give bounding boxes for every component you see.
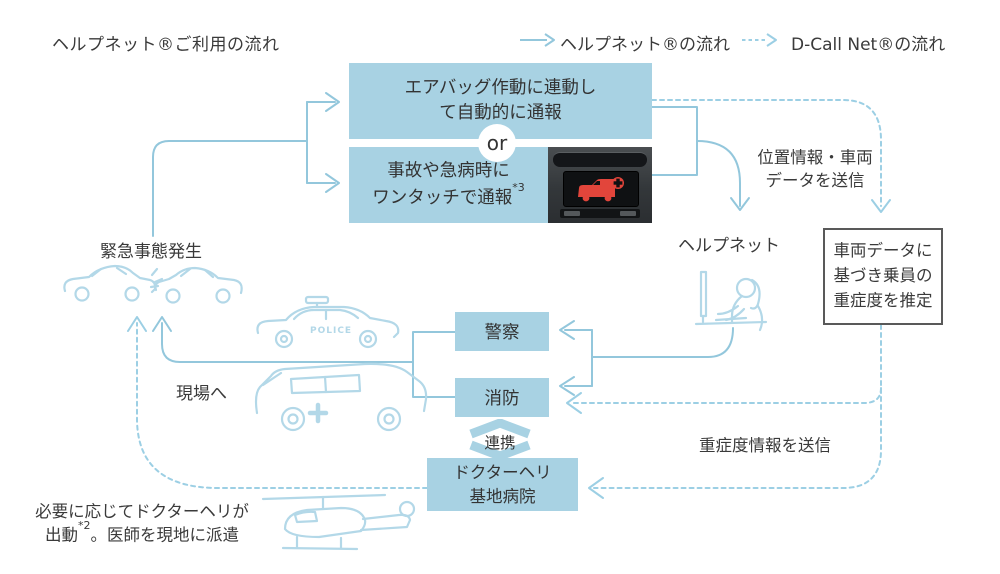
sos-bottom-slot	[560, 209, 640, 218]
sos-press-button	[563, 171, 639, 207]
police-car-text: POLICE	[310, 326, 352, 336]
send-location-caption: 位置情報・車両 データを送信	[757, 148, 873, 191]
cooperation-label: 連携	[484, 434, 516, 452]
cooperation-connector: 連携	[464, 418, 536, 461]
legend-helpnet-label: ヘルプネット®の流れ	[560, 35, 730, 55]
emergency-label: 緊急事態発生	[100, 242, 202, 262]
sos-top-bar	[553, 152, 647, 167]
legend-solid-arrow-icon	[520, 33, 555, 47]
helpnet-flow-lines	[152, 92, 750, 398]
manual-report-line1: 事故や急病時に	[387, 161, 510, 182]
sos-clip-left	[564, 211, 580, 216]
dcall-arrowheads	[127, 199, 891, 499]
heli-dispatch-note: 必要に応じてドクターヘリが 出動*2。医師を現地に派遣	[35, 502, 249, 545]
sos-clip-right	[620, 211, 636, 216]
page-title: ヘルプネット®ご利用の流れ	[52, 35, 280, 55]
dcall-flow-lines	[136, 99, 882, 489]
or-label: or	[486, 131, 508, 155]
heli-note-footnote: *2	[78, 519, 91, 533]
manual-report-footnote: *3	[512, 180, 525, 194]
helpnet-operator-icon	[694, 270, 768, 332]
send-severity-caption: 重症度情報を送信	[699, 436, 831, 455]
ambulance-red-icon	[578, 177, 624, 202]
police-box: 警察	[455, 312, 549, 351]
police-car-icon: POLICE	[256, 295, 400, 349]
doctor-helicopter-icon	[261, 493, 416, 551]
auto-report-line1: エアバッグ作動に連動し	[404, 77, 597, 98]
doctor-heli-hospital-box: ドクターヘリ 基地病院	[427, 458, 578, 511]
auto-report-line2: て自動的に通報	[439, 103, 562, 123]
legend-dcall-label: D-Call Net®の流れ	[791, 35, 946, 55]
to-scene-label: 現場へ	[176, 384, 227, 404]
cooperation-arrows-icon	[469, 418, 531, 461]
legend-dashed-arrow-icon	[742, 33, 777, 47]
fire-box: 消防	[455, 378, 549, 417]
ambulance-icon	[254, 362, 428, 432]
helpnet-center-label: ヘルプネット	[678, 236, 780, 256]
or-connector: or	[478, 124, 516, 162]
manual-report-line2: ワンタッチで通報*3	[372, 180, 525, 208]
severity-estimation-box: 車両データに 基づき乗員の 重症度を推定	[823, 228, 943, 325]
crashed-cars-icon	[63, 264, 243, 304]
helpnet-sos-button-photo	[548, 147, 652, 223]
